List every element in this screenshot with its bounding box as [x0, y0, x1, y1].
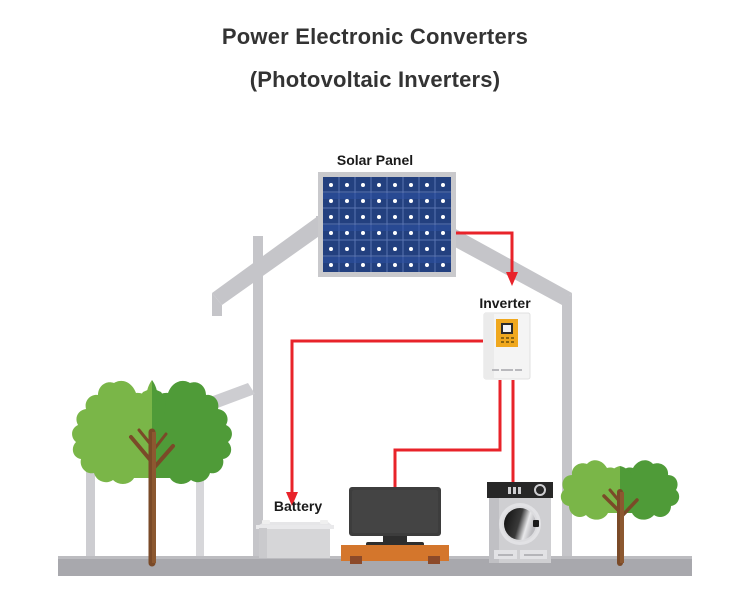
page-title-line-2: (Photovoltaic Inverters) [249, 67, 501, 92]
tv-screen-inner [352, 490, 438, 533]
wire-panel-to-inverter [456, 231, 514, 272]
tv-neck [383, 536, 407, 544]
tv-stand-leg-right [428, 556, 440, 564]
washer-body-shade [489, 495, 499, 563]
page-title-line-1: Power Electronic Converters [221, 24, 529, 49]
house-wall-left-connector [253, 236, 263, 248]
washer-drawer-left-handle [498, 554, 513, 556]
solar-panel-label: Solar Panel [336, 152, 414, 168]
inverter[interactable] [483, 312, 531, 380]
arrowhead-inverter [506, 272, 518, 286]
tv-stand-top [341, 545, 449, 561]
battery-lid-top [256, 525, 334, 529]
battery-body [259, 528, 330, 558]
roof-eave-left-step [212, 293, 222, 316]
roof-slope-left [212, 216, 332, 305]
battery-body-shade [259, 528, 267, 558]
battery[interactable] [256, 520, 334, 558]
tree-left-foliage [72, 380, 232, 484]
tree-left [72, 380, 232, 567]
solar-cell-grid [323, 177, 451, 272]
wiring [290, 231, 515, 492]
annex-inner-post [196, 432, 204, 560]
washing-machine[interactable] [487, 482, 553, 563]
solar-panel[interactable] [318, 172, 456, 277]
wire-inverter-to-battery [290, 339, 483, 492]
washer-door-glass[interactable] [504, 508, 536, 540]
house-wall-left-final [253, 240, 263, 562]
washer-drawer-right-handle [524, 554, 543, 556]
television[interactable] [341, 487, 449, 564]
tree-right-trunk-shade [620, 492, 624, 563]
title-block: Power Electronic Converters (Photovoltai… [0, 26, 750, 91]
roof-eave-right-step [562, 293, 572, 316]
battery-label: Battery [273, 498, 323, 514]
inverter-brand-strip [492, 369, 522, 371]
house-wall-right-final [562, 296, 572, 562]
battery-terminal-right [320, 520, 328, 524]
inverter-keypad[interactable] [501, 337, 514, 343]
tree-right [560, 460, 680, 566]
wire-arrowheads [286, 272, 518, 506]
inverter-label: Inverter [479, 295, 531, 311]
washer-dial[interactable] [534, 484, 546, 496]
battery-terminal-left [262, 520, 270, 524]
roof-left-to-wall [253, 250, 263, 262]
washer-control-buttons[interactable] [508, 487, 521, 494]
washer-door-latch [533, 520, 539, 527]
wire-inverter-to-tv [393, 380, 502, 487]
arrowhead-battery [286, 492, 298, 506]
annex-left-post [86, 448, 95, 560]
inverter-body-shade [484, 313, 494, 379]
roof-slope-right [418, 216, 572, 305]
inverter-screen-glow [503, 325, 511, 332]
solar-cell-dots [329, 183, 445, 267]
tv-stand-leg-left [350, 556, 362, 564]
tree-left-trunk-shade [152, 432, 156, 563]
